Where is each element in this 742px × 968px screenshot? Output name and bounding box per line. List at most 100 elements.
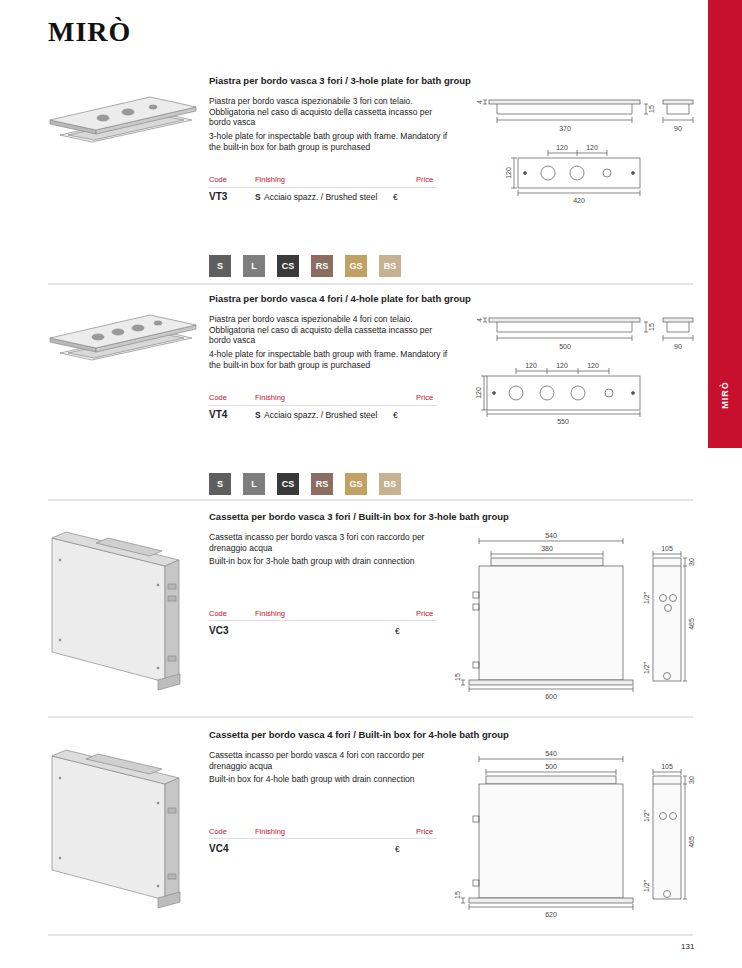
dimension: 15: [648, 323, 655, 331]
dimension: 600: [545, 693, 557, 700]
dimension: 465: [688, 836, 695, 848]
dimension: 500: [545, 763, 557, 770]
description-en: 3-hole plate for inspectable bath group …: [209, 131, 449, 152]
column-header: Finishing: [255, 827, 285, 836]
product-code: VC4: [209, 843, 228, 856]
finish-code: S: [255, 192, 261, 203]
finish-swatch: CS: [277, 255, 299, 277]
finish-code: S: [217, 261, 223, 271]
dimension: 120: [587, 362, 599, 369]
column-header: Price: [416, 393, 433, 402]
dimension: 120: [586, 144, 598, 151]
dimension: 120: [556, 144, 568, 151]
finish-name: Acciaio spazz. / Brushed steel: [264, 410, 377, 421]
dimension: 1/2": [643, 592, 650, 604]
dimension: 380: [541, 545, 553, 552]
finish-code: BS: [384, 479, 397, 489]
finish-swatch: GS: [345, 255, 367, 277]
finish-code: GS: [349, 479, 362, 489]
dimension: 90: [674, 125, 682, 132]
finish-swatch: RS: [311, 473, 333, 495]
finish-swatch: S: [209, 473, 231, 495]
price-symbol: €: [393, 192, 398, 203]
dimension: 1/2": [643, 880, 650, 892]
finish-swatch: GS: [345, 473, 367, 495]
finish-code: L: [251, 261, 257, 271]
product-heading: Cassetta per bordo vasca 4 fori / Built-…: [209, 729, 509, 741]
column-header: Finishing: [255, 393, 285, 402]
column-header: Code: [209, 827, 227, 836]
description-it: Piastra per bordo vasca ispezionabile 3 …: [209, 96, 449, 128]
dimension: 540: [545, 750, 557, 757]
dimension: 30: [688, 558, 695, 566]
dimension: 465: [688, 618, 695, 630]
dimension: 4: [476, 100, 483, 104]
dimension: 620: [545, 911, 557, 918]
description-it: Cassetta incasso per bordo vasca 3 fori …: [209, 532, 449, 553]
column-header: Price: [416, 827, 433, 836]
description-it: Cassetta incasso per bordo vasca 4 fori …: [209, 750, 449, 771]
dimension: 120: [556, 362, 568, 369]
dimension: 120: [505, 167, 512, 179]
dimension: 550: [557, 418, 569, 425]
page-number: 131: [681, 942, 694, 952]
finish-swatch: CS: [277, 473, 299, 495]
dimension: 15: [454, 673, 461, 681]
dimension: 500: [559, 343, 571, 350]
column-header: Code: [209, 175, 227, 184]
finish-code: GS: [349, 261, 362, 271]
finish-swatch: L: [243, 255, 265, 277]
finish-swatch: BS: [379, 473, 401, 495]
column-header: Finishing: [255, 609, 285, 618]
price-symbol: €: [395, 844, 400, 855]
column-header: Price: [416, 175, 433, 184]
description-it: Piastra per bordo vasca ispezionabile 4 …: [209, 314, 449, 346]
finish-code: L: [251, 479, 257, 489]
finish-code: RS: [316, 479, 329, 489]
finish-swatch: L: [243, 473, 265, 495]
product-code: VT4: [209, 409, 227, 422]
column-header: Price: [416, 609, 433, 618]
side-tab: MIRÒ: [708, 0, 742, 448]
dimension: 30: [688, 776, 695, 784]
dimension: 120: [525, 362, 537, 369]
finish-code: BS: [384, 261, 397, 271]
product-code: VT3: [209, 191, 227, 204]
finish-swatch: S: [209, 255, 231, 277]
product-heading: Piastra per bordo vasca 3 fori / 3-hole …: [209, 75, 471, 87]
finish-code: CS: [282, 261, 295, 271]
dimension: 1/2": [643, 810, 650, 822]
dimension: 90: [674, 343, 682, 350]
column-header: Code: [209, 393, 227, 402]
finish-swatch: RS: [311, 255, 333, 277]
finish-code: S: [255, 410, 261, 421]
description-en: 4-hole plate for inspectable bath group …: [209, 349, 449, 370]
dimension: 540: [545, 532, 557, 539]
product-heading: Cassetta per bordo vasca 3 fori / Built-…: [209, 511, 509, 523]
finish-code: S: [217, 479, 223, 489]
price-symbol: €: [393, 410, 398, 421]
dimension: 120: [475, 387, 482, 399]
dimension: 105: [661, 545, 673, 552]
finish-code: RS: [316, 261, 329, 271]
dimension: 1/2": [643, 662, 650, 674]
price-symbol: €: [395, 626, 400, 637]
tab-label: MIRÒ: [720, 381, 730, 409]
dimension: 15: [648, 105, 655, 113]
finish-swatch: BS: [379, 255, 401, 277]
column-header: Finishing: [255, 175, 285, 184]
finish-code: CS: [282, 479, 295, 489]
dimension: 370: [559, 125, 571, 132]
dimension: 15: [454, 891, 461, 899]
product-heading: Piastra per bordo vasca 4 fori / 4-hole …: [209, 293, 471, 305]
dimension: 105: [661, 763, 673, 770]
finish-name: Acciaio spazz. / Brushed steel: [264, 192, 377, 203]
dimension: 420: [573, 197, 585, 204]
dimension: 4: [476, 318, 483, 322]
description-en: Built-in box for 4-hole bath group with …: [209, 774, 449, 785]
column-header: Code: [209, 609, 227, 618]
product-code: VC3: [209, 625, 228, 638]
description-en: Built-in box for 3-hole bath group with …: [209, 556, 449, 567]
